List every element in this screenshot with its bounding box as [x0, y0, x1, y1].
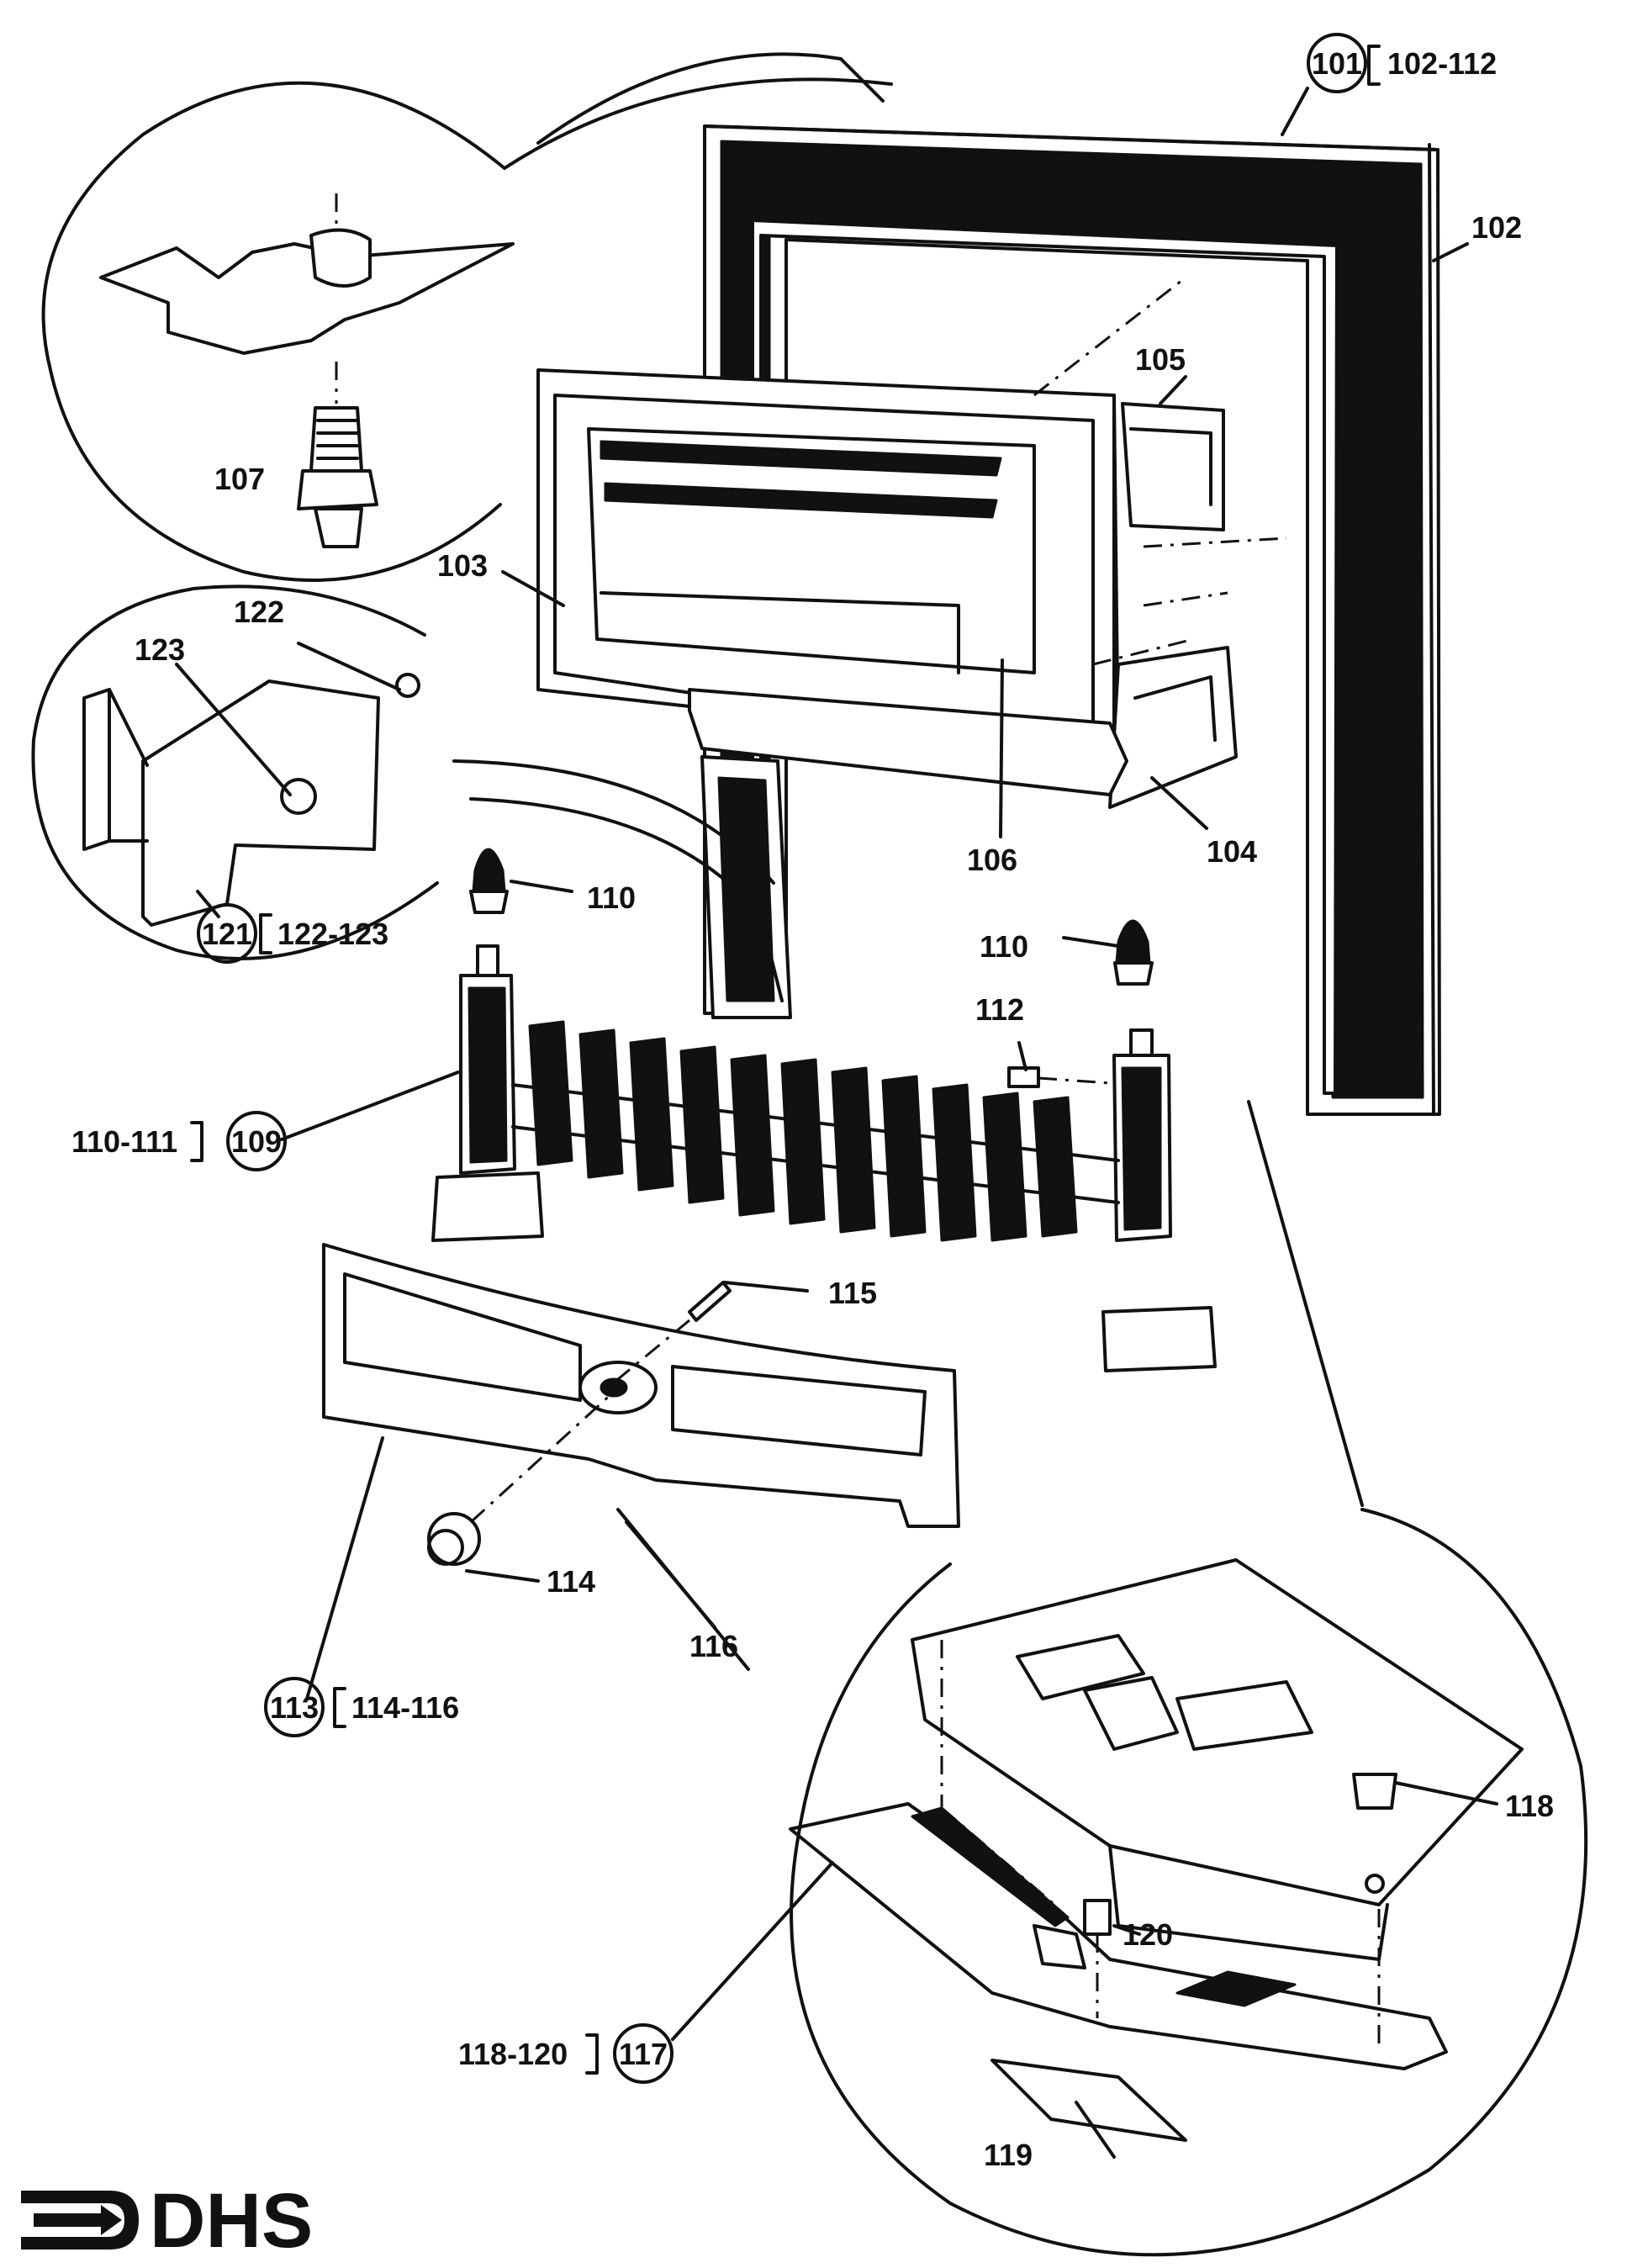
- label-103: 103: [437, 548, 488, 583]
- label-114-116: 114-116: [351, 1690, 459, 1725]
- label-102: 102: [1471, 210, 1522, 245]
- label-121: 121: [202, 917, 252, 951]
- detail-circle-107: [41, 52, 893, 582]
- finial-right: [1113, 919, 1154, 986]
- label-110-left: 110: [587, 880, 636, 915]
- label-106: 106: [967, 843, 1017, 877]
- label-120: 120: [1123, 1917, 1173, 1952]
- label-123: 123: [135, 632, 185, 667]
- label-118: 118: [1505, 1789, 1554, 1823]
- detail-circle-121: [31, 584, 784, 1002]
- screw-115: [617, 1281, 732, 1381]
- label-101: 101: [1312, 46, 1362, 81]
- label-122: 122: [234, 595, 284, 629]
- label-102-112: 102-112: [1387, 46, 1497, 81]
- detail-circle-117: [790, 1100, 1588, 2257]
- label-118-120: 118-120: [458, 2037, 568, 2071]
- label-107: 107: [214, 462, 265, 496]
- label-113: 113: [270, 1690, 319, 1725]
- label-116: 116: [689, 1629, 738, 1663]
- label-112: 112: [975, 992, 1024, 1027]
- ashpan-front: [322, 1243, 960, 1528]
- label-110-111: 110-111: [71, 1124, 177, 1159]
- screw-112: [1007, 1066, 1111, 1088]
- label-119: 119: [984, 2138, 1033, 2172]
- side-bracket-assembly: [1033, 276, 1287, 809]
- label-109: 109: [231, 1124, 282, 1159]
- label-117: 117: [619, 2037, 668, 2071]
- arrow-logo-icon: [21, 2191, 139, 2249]
- fire-fret: [431, 944, 1217, 1372]
- control-knob: [427, 1390, 615, 1566]
- part-labels: 101 102-112 102 103 104 105 106 107 110-…: [71, 33, 1554, 2172]
- dhs-logo: DHS: [21, 2178, 313, 2264]
- base-plate-assembly: [789, 1558, 1524, 2142]
- logo-text: DHS: [150, 2178, 313, 2264]
- label-104: 104: [1207, 834, 1257, 869]
- label-105: 105: [1135, 342, 1186, 377]
- frame-support-bar: [688, 688, 1128, 1019]
- label-115: 115: [828, 1276, 877, 1310]
- label-122-123: 122-123: [277, 917, 388, 951]
- label-110-right: 110: [980, 929, 1028, 964]
- leader-lines: [175, 87, 1498, 2159]
- label-114: 114: [547, 1564, 595, 1599]
- finial-left: [469, 848, 509, 914]
